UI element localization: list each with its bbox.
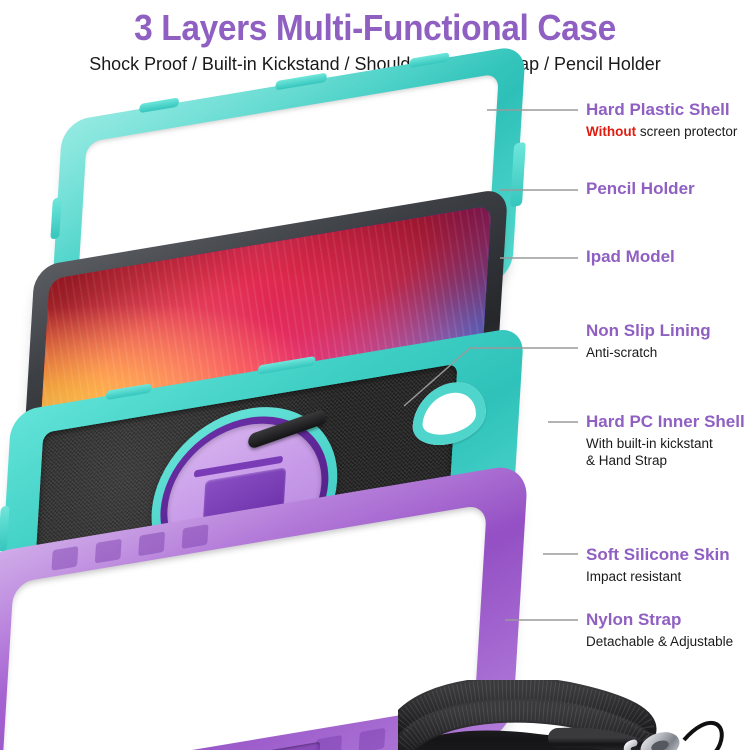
exploded-view-diagram	[0, 44, 724, 750]
callout-label: Non Slip Lining	[586, 321, 711, 340]
callout-label: Ipad Model	[586, 247, 675, 266]
nylon-strap-illustration	[398, 680, 724, 750]
callout-nylon-strap: Nylon Strap Detachable & Adjustable	[586, 609, 733, 650]
layer-nylon-strap	[398, 680, 750, 750]
page-title: 3 Layers Multi-Functional Case	[134, 7, 616, 48]
callout-hard-plastic-shell: Hard Plastic Shell Without screen protec…	[586, 99, 737, 140]
strap-metal-clip	[623, 732, 680, 750]
callout-soft-silicone-skin: Soft Silicone Skin Impact resistant	[586, 544, 730, 585]
callout-ipad-model: Ipad Model	[586, 246, 675, 267]
callout-label: Pencil Holder	[586, 179, 695, 198]
callout-label: Soft Silicone Skin	[586, 545, 730, 564]
silicone-rib	[358, 727, 386, 750]
callout-sub: Without screen protector	[586, 123, 737, 140]
callout-pencil-holder: Pencil Holder	[586, 178, 695, 199]
header: 3 Layers Multi-Functional Case Shock Pro…	[0, 6, 750, 76]
callout-sub-line2: & Hand Strap	[586, 453, 668, 468]
callout-hard-pc-inner-shell: Hard PC Inner Shell With built-in kickst…	[586, 411, 745, 469]
shell-pencil-holder-tab	[510, 141, 526, 208]
callout-label: Hard Plastic Shell	[586, 100, 730, 119]
callout-non-slip-lining: Non Slip Lining Anti-scratch	[586, 320, 711, 361]
callout-label: Nylon Strap	[586, 610, 682, 629]
callout-sub-emphasis: Without	[586, 124, 637, 139]
callout-label: Hard PC Inner Shell	[586, 412, 745, 431]
callout-sub-rest: screen protector	[636, 124, 738, 139]
callout-sub-line1: With built-in kickstant	[586, 436, 713, 451]
callout-sub: Impact resistant	[586, 569, 682, 584]
callout-sub: Anti-scratch	[586, 345, 658, 360]
callout-sub: Detachable & Adjustable	[586, 634, 734, 649]
